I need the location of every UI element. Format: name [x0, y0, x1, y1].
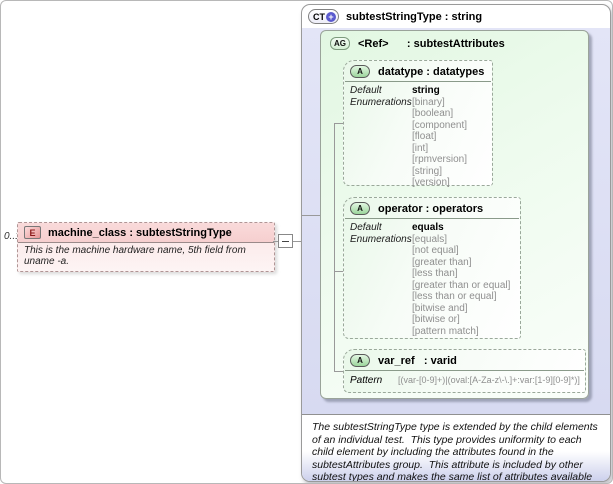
- attribute-facets: Default Enumerations string [binary] [bo…: [344, 82, 492, 193]
- element-header[interactable]: E machine_class : subtestStringType: [18, 223, 274, 242]
- minus-icon: [282, 240, 289, 242]
- attribute-box-datatype[interactable]: A datatype : datatypes Default Enumerati…: [343, 60, 493, 188]
- attribute-header[interactable]: A operator : operators: [344, 198, 520, 218]
- element-title: machine_class : subtestStringType: [48, 226, 232, 239]
- pattern-value: [(var-[0-9]+)|(oval:[A-Za-z\-\.]+:var:[1…: [398, 375, 580, 385]
- tree-line: [334, 371, 343, 372]
- attribute-title: var_ref : varid: [378, 354, 457, 367]
- expand-icon[interactable]: +: [326, 11, 336, 22]
- attribute-group-icon: AG: [330, 37, 350, 50]
- divider: [345, 370, 584, 371]
- default-value: equals: [412, 222, 444, 233]
- facet-labels: Default Enumerations: [350, 222, 412, 337]
- divider: [345, 81, 491, 82]
- attribute-icon: A: [350, 354, 370, 367]
- documentation-section: The subtestStringType type is extended b…: [302, 415, 610, 481]
- attribute-header[interactable]: A datatype : datatypes: [344, 61, 492, 81]
- collapse-toggle[interactable]: [278, 234, 293, 248]
- attribute-icon: A: [350, 65, 370, 78]
- divider: [345, 218, 519, 219]
- attribute-facets: Default Enumerations equals [equals] [no…: [344, 219, 520, 341]
- enumeration-list: [equals] [not equal] [greater than] [les…: [412, 233, 511, 337]
- attribute-title: operator : operators: [378, 202, 484, 215]
- complex-type-header[interactable]: CT + subtestStringType : string: [302, 5, 610, 28]
- enumeration-list: [binary] [boolean] [component] [float] […: [412, 96, 468, 189]
- ct-badge-label: CT: [313, 11, 325, 22]
- attribute-group-title: <Ref> : subtestAttributes: [358, 37, 505, 50]
- attribute-icon: A: [350, 202, 370, 215]
- default-label: Default: [350, 85, 382, 96]
- complex-type-title: subtestStringType : string: [346, 10, 483, 23]
- default-value: string: [412, 85, 440, 96]
- complex-type-icon: CT +: [308, 9, 339, 24]
- divider: [302, 414, 610, 415]
- complex-type-panel: CT + subtestStringType : string AG <Ref>…: [301, 4, 611, 482]
- occurrence-label: 0..1: [4, 231, 21, 242]
- attribute-box-operator[interactable]: A operator : operators Default Enumerati…: [343, 197, 521, 339]
- enumerations-label: Enumerations: [350, 96, 412, 108]
- facet-values: equals [equals] [not equal] [greater tha…: [412, 222, 510, 337]
- connector-line: [273, 241, 279, 242]
- connector-line: [302, 215, 334, 216]
- tree-line: [334, 271, 343, 272]
- pattern-label: Pattern: [350, 375, 383, 386]
- element-annotation: This is the machine hardware name, 5th f…: [18, 243, 274, 271]
- facet-labels: Default Enumerations: [350, 85, 412, 189]
- attribute-facets: Pattern [(var-[0-9]+)|(oval:[A-Za-z\-\.]…: [344, 371, 585, 390]
- enumerations-label: Enumerations: [350, 233, 412, 245]
- attribute-title: datatype : datatypes: [378, 65, 485, 78]
- element-machine-class[interactable]: E machine_class : subtestStringType This…: [17, 222, 275, 272]
- attribute-group-header[interactable]: AG <Ref> : subtestAttributes: [321, 31, 588, 50]
- type-documentation: The subtestStringType type is extended b…: [312, 421, 598, 482]
- default-label: Default: [350, 222, 382, 233]
- complex-type-content: AG <Ref> : subtestAttributes A datatype …: [302, 28, 610, 414]
- divider: [18, 242, 274, 243]
- tree-line: [334, 123, 343, 124]
- tree-line: [334, 123, 335, 372]
- facet-values: string [binary] [boolean] [component] [f…: [412, 85, 467, 189]
- element-icon: E: [24, 226, 41, 239]
- attribute-box-var-ref[interactable]: A var_ref : varid Pattern [(var-[0-9]+)|…: [343, 349, 586, 393]
- attribute-group-panel: AG <Ref> : subtestAttributes A datatype …: [320, 30, 589, 399]
- attribute-header[interactable]: A var_ref : varid: [344, 350, 585, 370]
- connector-line: [293, 241, 302, 242]
